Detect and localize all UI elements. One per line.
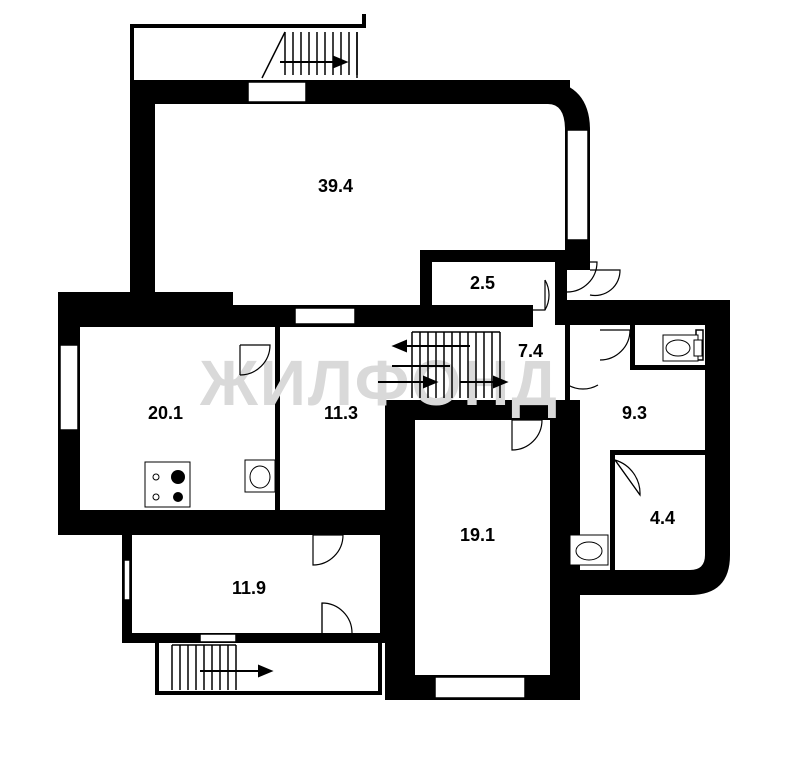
arrow-icon (200, 55, 509, 678)
room-label-main-hall: 39.4 (318, 176, 353, 196)
room-label-storage-small: 2.5 (470, 273, 495, 293)
toilet-icon (662, 334, 703, 362)
room-label-bathroom: 9.3 (622, 403, 647, 423)
room-label-closet: 4.4 (650, 508, 675, 528)
stove-icon (144, 461, 191, 508)
room-label-kitchen: 20.1 (148, 403, 183, 423)
room-label-hallway: 7.4 (518, 341, 543, 361)
room-label-room-long: 19.1 (460, 525, 495, 545)
room-label-room-lower: 11.9 (232, 578, 266, 598)
stairs-icon (171, 31, 501, 690)
door-swing-icon (239, 261, 641, 634)
room-label-room-middle: 11.3 (324, 403, 358, 423)
room-labels: 39.4 2.5 7.4 20.1 11.3 9.3 4.4 19.1 11.9 (148, 176, 675, 598)
sink-icon (244, 459, 609, 566)
windows (59, 81, 704, 699)
